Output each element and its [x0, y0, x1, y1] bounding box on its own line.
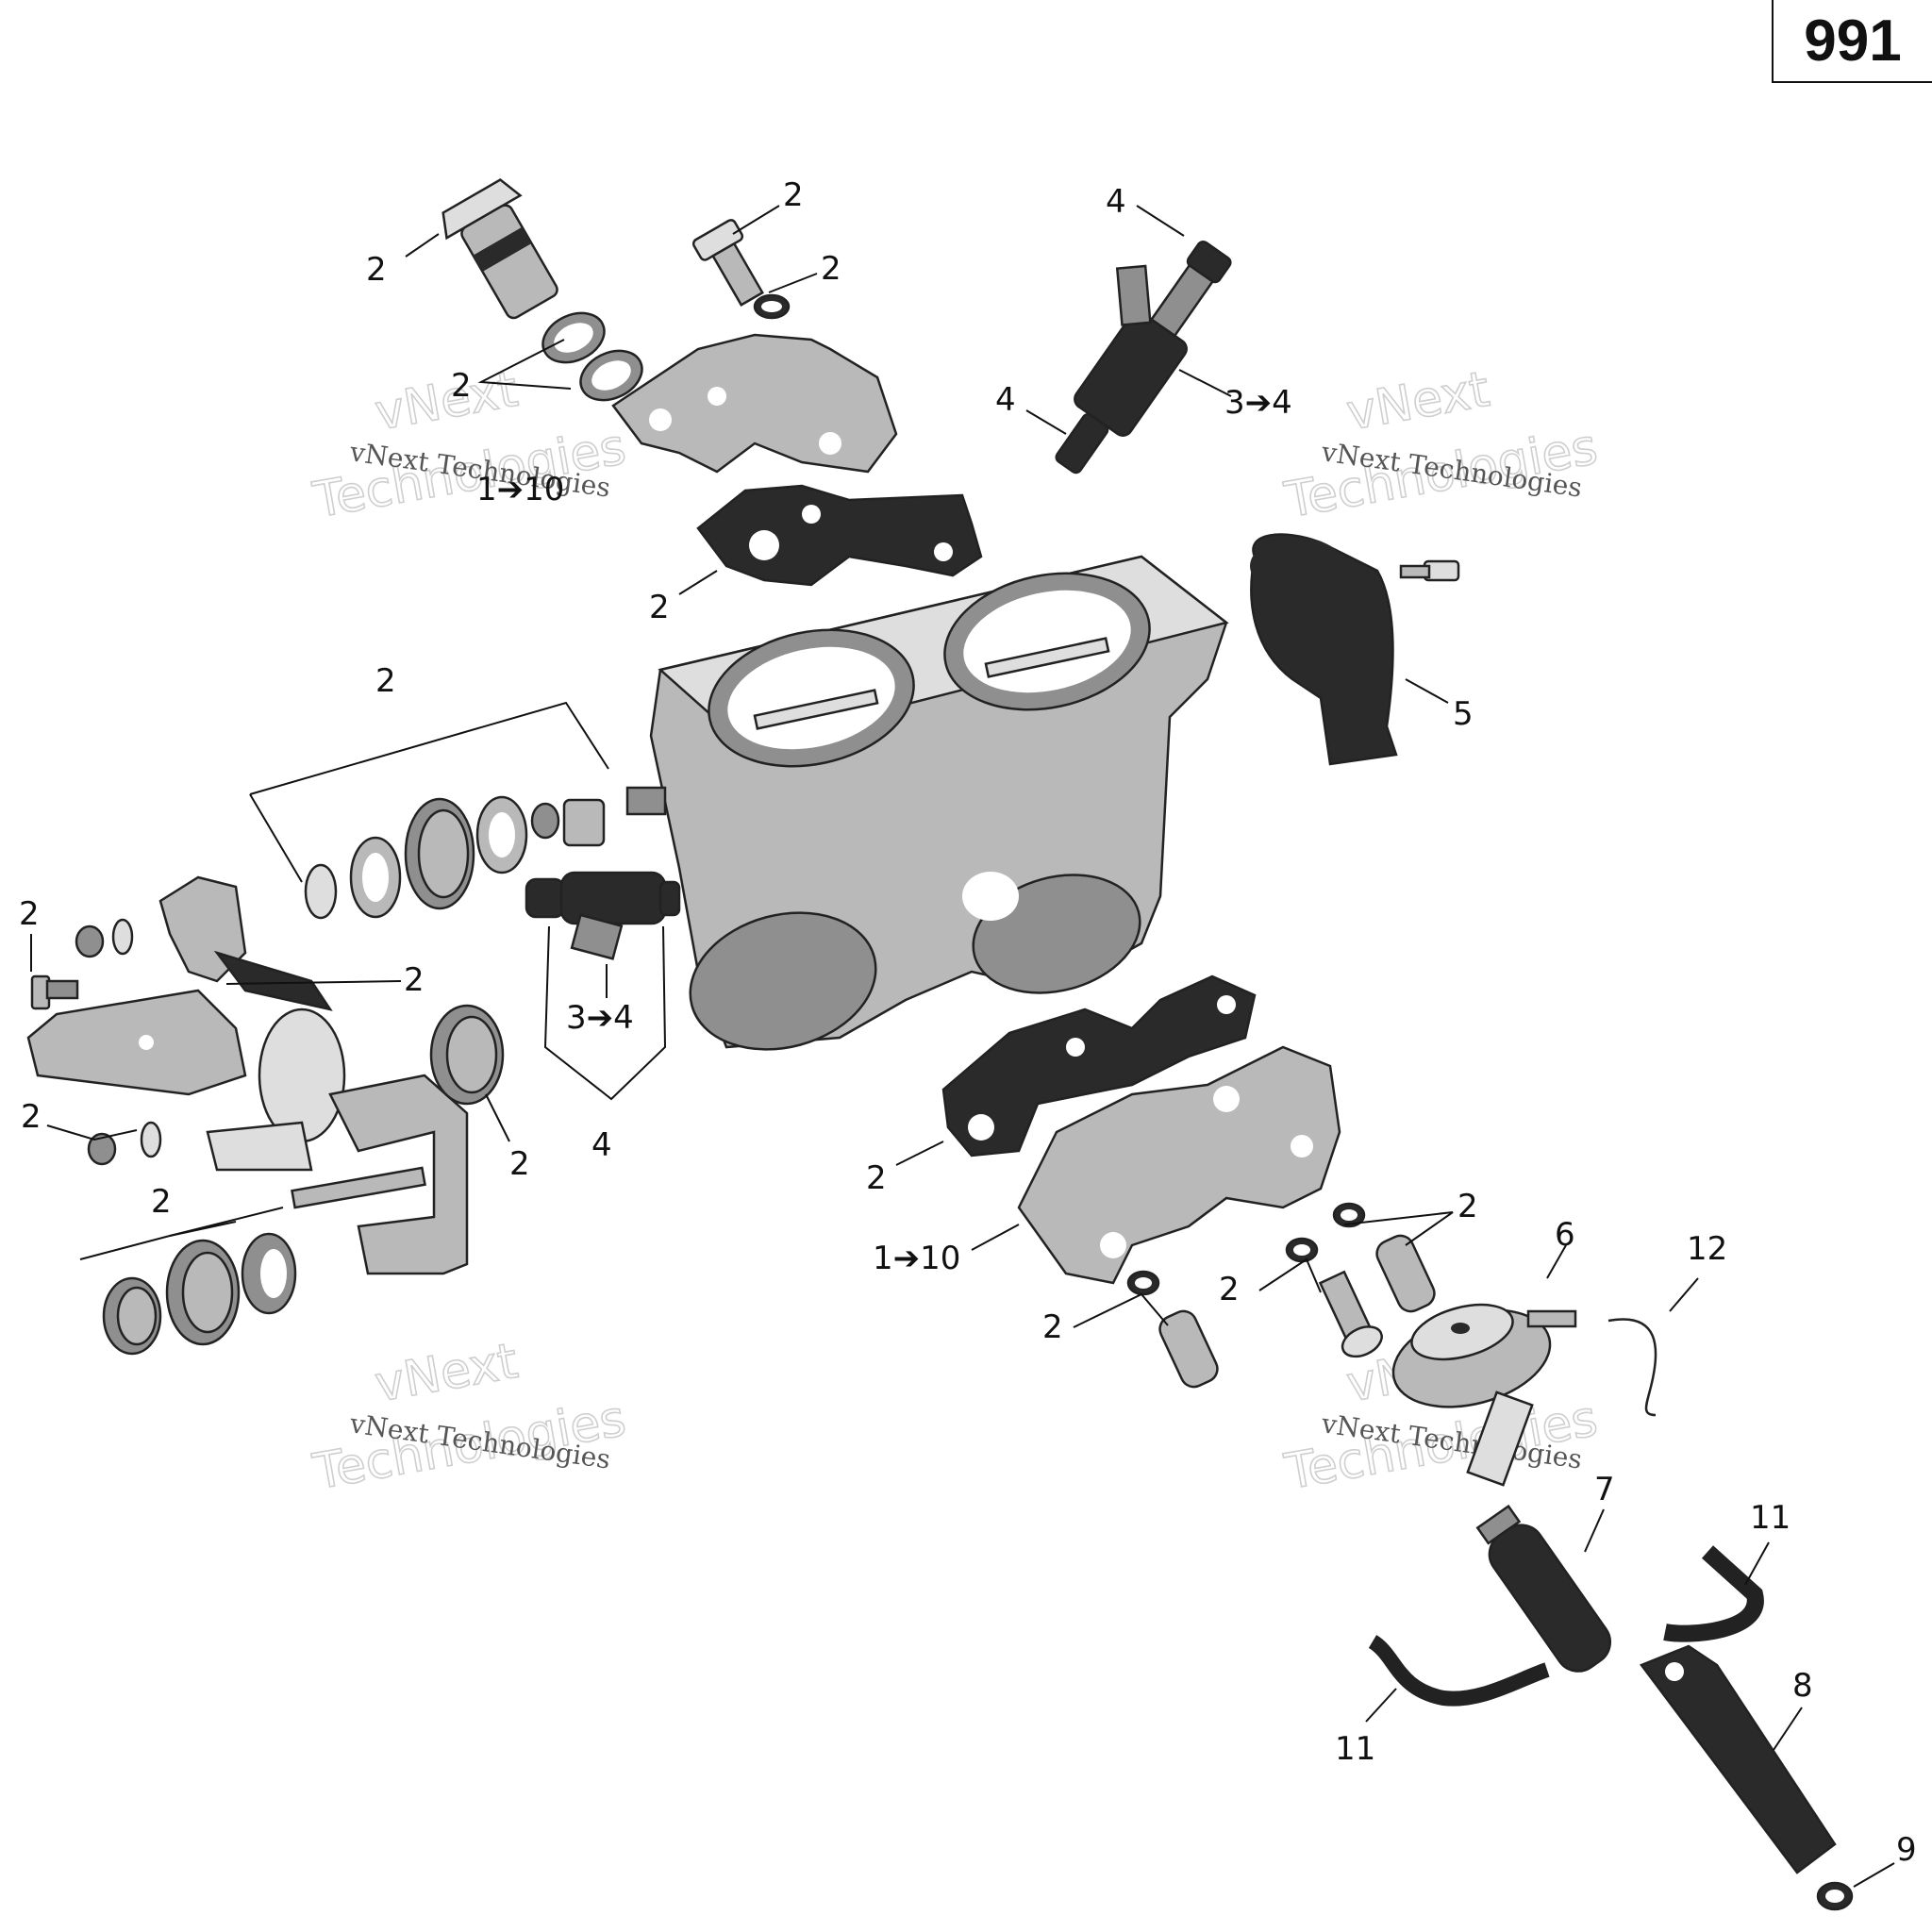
- position-sensor: [1250, 533, 1398, 766]
- fuel-rail-top: [611, 333, 898, 474]
- callout-2-o-rings-right: 2: [1457, 1188, 1478, 1225]
- o-ring-bottom-1: [1332, 1202, 1366, 1228]
- callout-2-lever: 2: [404, 961, 425, 999]
- callout-2-torsion-spring: 2: [509, 1145, 530, 1183]
- callout-11-hose-left: 11: [1335, 1730, 1375, 1768]
- gasket-top: [696, 484, 983, 587]
- screw-mid: [1318, 1270, 1383, 1358]
- small-bolt: [691, 219, 764, 307]
- callout-2-spring-kit: 2: [375, 662, 396, 700]
- sealing-washer-2: [579, 349, 643, 402]
- o-ring-bottom-2: [1285, 1237, 1319, 1263]
- watermark-line1: vNext: [1342, 361, 1493, 441]
- callout-11-hose-right: 11: [1750, 1499, 1790, 1537]
- o-ring-9: [1816, 1881, 1854, 1911]
- fuel-injector-left: [525, 871, 681, 960]
- callout-2-gasket-bottom: 2: [866, 1159, 887, 1197]
- callout-labels: 2 2 2 2 1➔10 4 4 3➔4 2 5 2 2 2 2 2 3➔4 4…: [19, 176, 1917, 1869]
- callout-6-regulator: 6: [1555, 1216, 1575, 1254]
- callout-2-screw-left: 2: [19, 895, 40, 933]
- hose-12: [1607, 1318, 1657, 1417]
- callout-4-injector-top: 4: [1106, 183, 1126, 221]
- watermark-line1: vNext: [371, 1333, 522, 1413]
- callout-4-injector-left: 4: [591, 1126, 612, 1164]
- clamp: [1640, 1644, 1837, 1874]
- banjo-bolt: [441, 178, 558, 320]
- fitting-bottom: [1158, 1309, 1219, 1389]
- callout-1-10-fuel-rail-bottom: 1➔10: [873, 1240, 960, 1277]
- callout-8-clamp: 8: [1792, 1667, 1813, 1705]
- hose-11-left: [1368, 1635, 1550, 1707]
- pressure-regulator: [1391, 1303, 1577, 1487]
- callout-5-sensor: 5: [1453, 695, 1474, 733]
- o-ring-bottom-3: [1126, 1270, 1160, 1296]
- fuel-rail-bottom: [1017, 1045, 1341, 1285]
- callout-2-small-o-ring: 2: [821, 250, 841, 288]
- callout-2-washers-left: 2: [21, 1098, 42, 1136]
- torsion-spring: [429, 1004, 505, 1106]
- callout-2-small-bolt: 2: [783, 176, 804, 214]
- gasket-bottom: [941, 974, 1257, 1158]
- callout-2-sealing-washers: 2: [451, 367, 472, 405]
- spring-kit-lower: [102, 1232, 297, 1356]
- callout-3-4-injector-top: 3➔4: [1224, 384, 1292, 422]
- callout-9-o-ring: 9: [1896, 1831, 1917, 1869]
- callout-2-gasket-top: 2: [649, 589, 670, 626]
- callout-2-screw-mid: 2: [1219, 1271, 1240, 1308]
- sensor-screw: [1399, 559, 1460, 582]
- callout-1-10-fuel-rail-top: 1➔10: [476, 471, 564, 508]
- fuel-injector-top: [1055, 240, 1232, 475]
- callout-3-4-injector-left: 3➔4: [566, 999, 634, 1037]
- spring-kit-upper: [304, 795, 606, 920]
- small-o-ring: [753, 293, 791, 320]
- throttle-body: [625, 555, 1229, 1051]
- screw-left: [30, 974, 79, 1010]
- callout-2-spring-kit-lower: 2: [151, 1183, 172, 1221]
- page-number-box: 991: [1772, 0, 1932, 83]
- callout-2-fitting-bottom: 2: [1042, 1308, 1063, 1346]
- sealing-washer-1: [541, 311, 606, 364]
- page-number: 991: [1804, 8, 1902, 74]
- watermark-top-right: vNext Technologies: [1280, 360, 1603, 530]
- nut-left-bottom: [87, 1121, 162, 1166]
- fuel-filter: [1475, 1504, 1612, 1673]
- callout-4-injector-top-lower: 4: [995, 381, 1016, 419]
- callout-12-hose: 12: [1687, 1230, 1727, 1268]
- watermark-bottom-left: vNext Technologies: [308, 1332, 631, 1502]
- fitting-right: [1375, 1234, 1436, 1313]
- callout-7-filter: 7: [1594, 1471, 1615, 1508]
- hose-11-right: [1663, 1545, 1764, 1642]
- leader-lines: [30, 205, 1895, 1888]
- throttle-lever-bracket: [26, 875, 469, 1275]
- nut-left-top: [75, 918, 134, 958]
- callout-2-banjo-bolt: 2: [366, 251, 387, 289]
